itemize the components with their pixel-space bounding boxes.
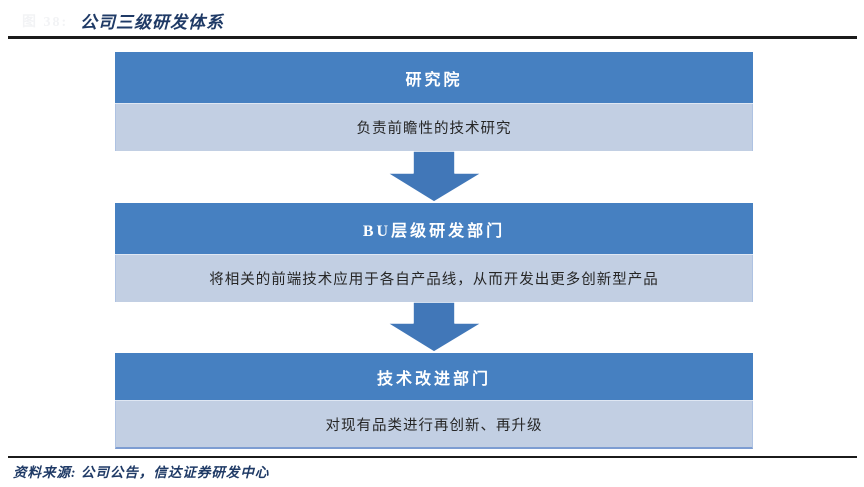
connector-row (115, 151, 753, 203)
connector-row (115, 302, 753, 353)
three-level-rd-diagram: 研究院 负责前瞻性的技术研究 BU层级研发部门 将相关的前端技术应用于各自产品线… (115, 52, 753, 449)
stage-bu-level-rd: BU层级研发部门 将相关的前端技术应用于各自产品线，从而开发出更多创新型产品 (115, 203, 753, 302)
stage-header: 技术改进部门 (115, 353, 753, 401)
source-attribution: 资料来源: 公司公告，信达证券研发中心 (13, 465, 270, 480)
stage-description: 将相关的前端技术应用于各自产品线，从而开发出更多创新型产品 (115, 255, 753, 302)
bottom-rule-divider (8, 456, 857, 458)
down-arrow-icon (385, 151, 483, 203)
figure-number-faint-label: 图 38: (22, 15, 69, 30)
top-rule-divider (8, 36, 857, 39)
stage-research-institute: 研究院 负责前瞻性的技术研究 (115, 52, 753, 151)
stage-header: BU层级研发部门 (115, 203, 753, 255)
figure-title: 公司三级研发体系 (80, 13, 224, 32)
stage-tech-improvement: 技术改进部门 对现有品类进行再创新、再升级 (115, 353, 753, 449)
stage-description: 负责前瞻性的技术研究 (115, 104, 753, 151)
stage-description: 对现有品类进行再创新、再升级 (115, 401, 753, 449)
down-arrow-icon (385, 302, 483, 353)
figure-title-row: 图 38: 公司三级研发体系 (0, 6, 864, 36)
stage-header: 研究院 (115, 52, 753, 104)
